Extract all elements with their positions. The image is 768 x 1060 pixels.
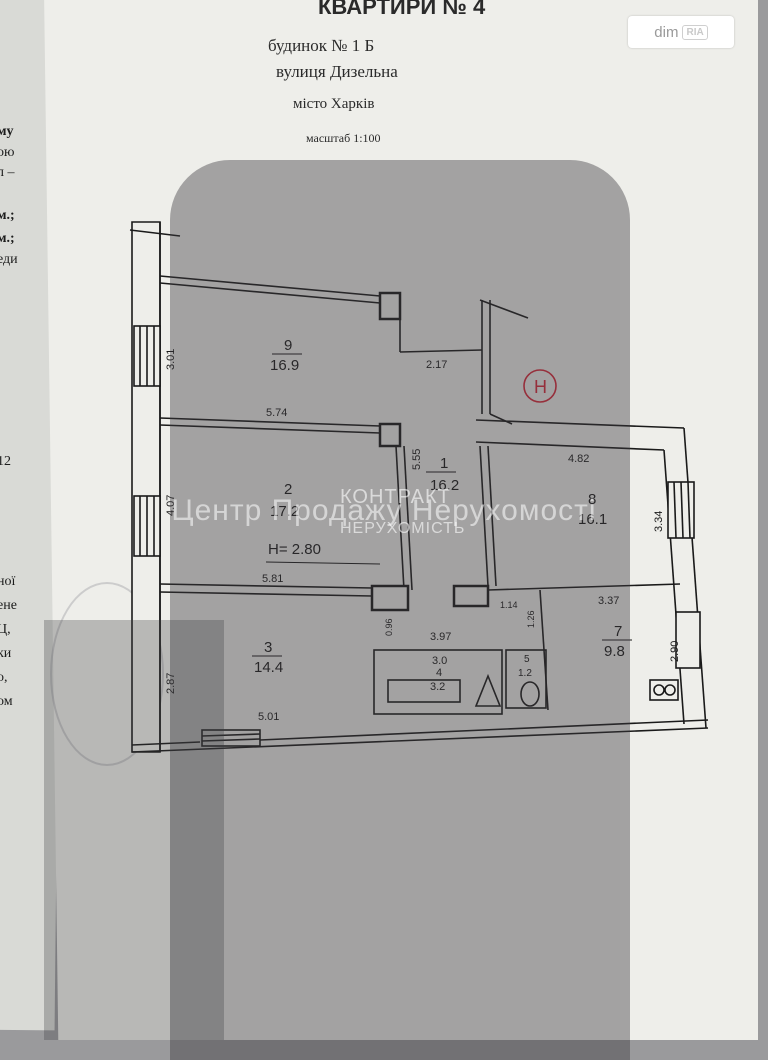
room-8-number: 8 [588,491,596,508]
room-3-area: 14.4 [254,659,283,676]
dimension-label: 2.87 [165,673,177,694]
left-fragment: о, [0,670,8,685]
dimension-label: 3.37 [598,595,619,607]
room-3-number: 3 [264,639,272,656]
room-5-number: 5 [524,654,530,665]
room-5-area: 1.2 [518,668,532,679]
room-9-area: 16.9 [270,357,299,374]
dimension-label: 3.0 [432,655,447,667]
document-sheet [44,0,758,1040]
left-fragment: ою [0,145,15,160]
room-1-area: 16.2 [430,477,459,494]
badge-brand: dim [654,23,679,41]
watermark-logo-bottom: НЕРУХОМІСТЬ [340,520,466,537]
left-fragment: ної [0,574,16,589]
entrance-marker [523,369,557,403]
dimension-label: 2.90 [669,641,681,662]
city-name: місто Харків [293,96,375,112]
room-1-number: 1 [440,455,448,472]
left-fragment: еди [0,252,18,267]
room-2-area: 17.2 [270,503,299,520]
watermark-logo-top: КОНТРАКТ [340,486,451,508]
entrance-marker-label: Н [534,377,547,397]
dimension-label: 5.55 [411,449,423,470]
dimension-label: 1.14 [500,600,518,610]
dimension-label: 3.01 [165,349,177,370]
dimension-label: 3.34 [653,511,665,532]
left-fragment: 12 [0,454,11,469]
room-2-number: 2 [284,481,292,498]
dimension-label: 4.82 [568,453,589,465]
document-title: КВАРТИРИ № 4 [318,0,486,19]
left-fragment: м.; [0,208,15,223]
official-stamp [50,582,164,766]
dimension-label: 2.17 [426,359,447,371]
dimension-label: 1.26 [526,610,536,628]
room-4-number: 4 [436,667,442,679]
left-fragment: м.; [0,231,15,246]
floor-plan: Н 9 16.9 2 17.2 Н= 2.80 1 16.2 8 16.1 3 … [129,221,709,753]
room-9-number: 9 [284,337,292,354]
left-fragment: му [0,124,14,139]
street-name: вулиця Дизельна [276,62,398,81]
dimension-label: 0.96 [384,618,394,636]
room-4-area: 3.2 [430,681,445,693]
dimension-label: 5.81 [262,573,283,585]
dimension-label: 5.74 [266,407,287,419]
dimension-label: 4.07 [165,495,177,516]
left-fragment: ене [0,598,17,613]
watermark-text: Центр Продажу Нерухомості [171,494,597,527]
left-fragment: л – [0,165,15,180]
building-number: будинок № 1 Б [268,36,375,55]
room-7-area: 9.8 [604,643,625,660]
room-8-area: 16.1 [578,511,607,528]
scale-label: масштаб 1:100 [306,131,381,145]
dimension-label: 5.01 [258,711,279,723]
dimria-badge[interactable]: dim RIA [628,16,734,48]
left-fragment: Ц, [0,622,11,637]
left-fragment: ки [0,646,12,661]
ceiling-height: Н= 2.80 [268,541,321,558]
left-fragment: ом [0,694,13,709]
dimension-label: 3.97 [430,631,451,643]
badge-sub: RIA [682,24,708,40]
room-7-number: 7 [614,623,622,640]
